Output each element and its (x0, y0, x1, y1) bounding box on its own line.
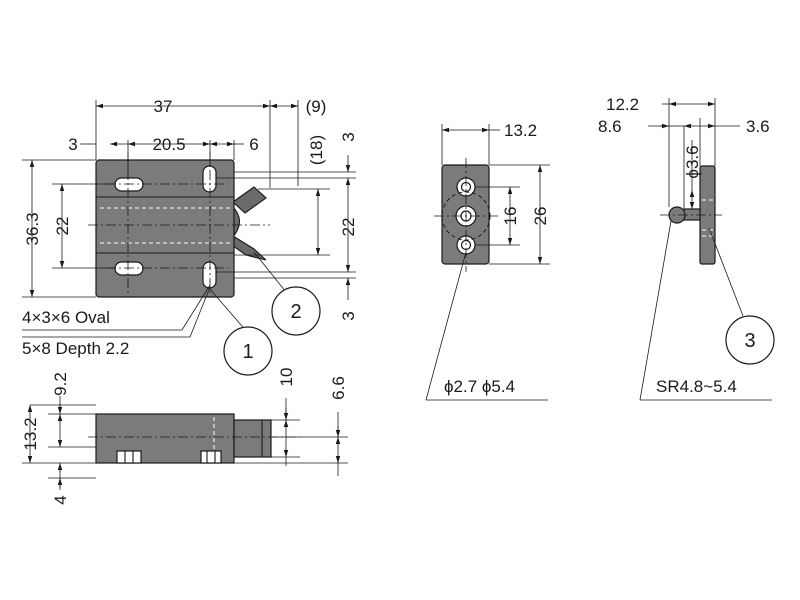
dim-4-label: 4 (51, 495, 70, 504)
bottom-view (88, 413, 300, 464)
oval-hole-top-right (202, 165, 217, 193)
dim-6-label: 6 (249, 135, 258, 154)
dim-10-label: 10 (277, 368, 296, 387)
counterbore-right (200, 450, 222, 464)
dim-12-2-label: 12.2 (606, 95, 639, 114)
side-view-dimensions: 12.2 8.6 3.6 ϕ3.6 SR4.8~5.4 (598, 95, 772, 401)
strike-stud (683, 208, 701, 221)
dim-3-bottom-label: 3 (339, 311, 358, 320)
dim-37-label: 37 (154, 97, 173, 116)
oval-hole-top-left (114, 177, 144, 192)
dim-6-6-label: 6.6 (329, 376, 348, 400)
note-depth: 5×8 Depth 2.2 (22, 339, 129, 358)
dim-22-right-label: 22 (339, 218, 358, 237)
dim-13-2-front-label: 13.2 (504, 121, 537, 140)
counterbore-left (116, 450, 142, 464)
dim-phi-3-6-label: ϕ3.6 (683, 145, 702, 178)
dim-3-offset-label: 3 (68, 135, 77, 154)
dim-18-label: (18) (307, 135, 326, 165)
callout-3: 3 (725, 315, 775, 365)
dim-9-label: (9) (306, 97, 327, 116)
note-oval-holes: 4×3×6 Oval (22, 308, 110, 327)
dim-9-2-label: 9.2 (51, 372, 70, 396)
side-view (660, 165, 722, 265)
oval-hole-bottom-left (114, 261, 144, 276)
callout-1: 1 (223, 326, 273, 376)
dim-26-label: 26 (531, 207, 550, 226)
bottom-view-dimensions: 9.2 13.2 4 10 6.6 (21, 368, 348, 505)
note-hole-diameters: ϕ2.7 ϕ5.4 (444, 377, 515, 396)
front-view (434, 158, 498, 272)
callout-2: 2 (271, 286, 321, 336)
callout-2-label: 2 (290, 301, 301, 323)
dim-13-2-bottom-label: 13.2 (21, 417, 40, 450)
dim-16-label: 16 (501, 207, 520, 226)
top-view-dimensions: 37 (9) 3 20.5 6 (18) 3 22 3 (22, 97, 358, 321)
dim-36-3-label: 36.3 (23, 212, 42, 245)
catch-side-stub (233, 419, 272, 458)
oval-hole-bottom-right (202, 261, 217, 289)
catch-upper-wing (232, 186, 267, 214)
callout-3-label: 3 (744, 330, 755, 352)
dim-20-5-label: 20.5 (152, 135, 185, 154)
callout-1-label: 1 (242, 341, 253, 363)
dim-22-left-label: 22 (53, 217, 72, 236)
dim-3-6-label: 3.6 (746, 117, 770, 136)
top-view-notes: 4×3×6 Oval 5×8 Depth 2.2 (22, 251, 287, 358)
note-sphere-radius: SR4.8~5.4 (656, 377, 737, 396)
dim-8-6-label: 8.6 (598, 117, 622, 136)
front-view-dimensions: 13.2 16 26 ϕ2.7 ϕ5.4 (425, 121, 550, 401)
top-view (88, 152, 270, 298)
dim-3-top-label: 3 (339, 132, 358, 141)
catch-lower-wing (232, 235, 267, 261)
